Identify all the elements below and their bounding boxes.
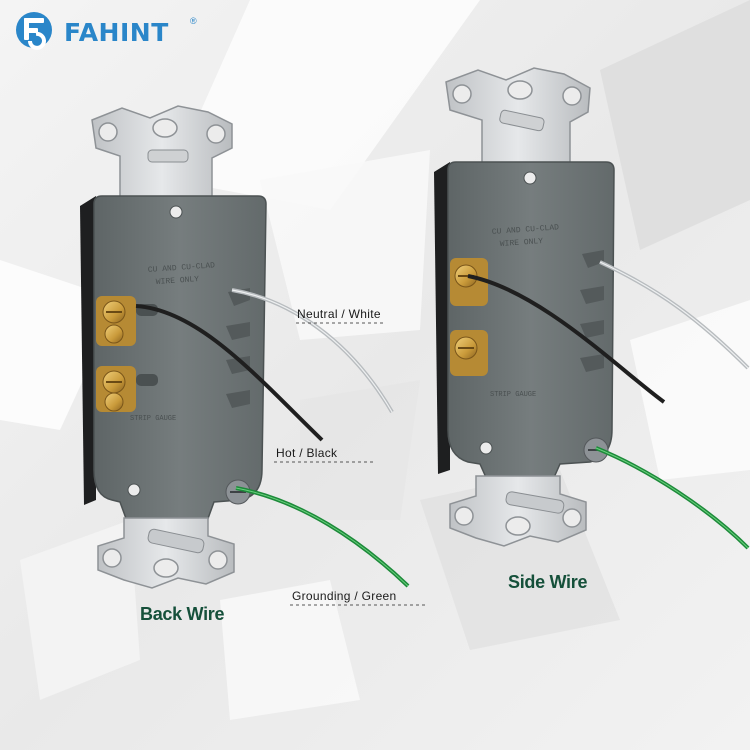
black-wire — [467, 274, 666, 404]
brass-terminal-screw-icon — [96, 366, 136, 412]
side-wire-receptacle: CU AND CU-CLAD WIRE ONLY STRIP GAUGE — [434, 67, 750, 550]
mounting-strap-top — [91, 105, 233, 201]
brass-terminal-screw-icon — [450, 330, 488, 376]
brand-logo-mark-icon — [16, 12, 52, 50]
callout-grounding-green: Grounding / Green — [292, 589, 397, 603]
callout-neutral-white: Neutral / White — [297, 307, 381, 321]
svg-text:WIRE ONLY: WIRE ONLY — [156, 275, 200, 287]
brand-logo-text: FAHINT — [64, 18, 169, 47]
green-wire — [235, 486, 410, 588]
callout-hot-black: Hot / Black — [276, 446, 338, 460]
white-wire — [599, 260, 750, 370]
svg-text:STRIP GAUGE: STRIP GAUGE — [130, 415, 176, 423]
mounting-strap-bottom — [97, 517, 235, 589]
svg-text:WIRE ONLY: WIRE ONLY — [500, 237, 544, 249]
caption-back-wire: Back Wire — [140, 604, 225, 624]
brass-terminal-screw-icon — [450, 258, 488, 306]
brass-terminal-screw-icon — [96, 296, 136, 346]
back-wire-receptacle: CU AND CU-CLAD WIRE ONLY — [80, 105, 410, 589]
mounting-strap-top — [445, 67, 591, 165]
caption-side-wire: Side Wire — [508, 572, 588, 592]
svg-text:STRIP GAUGE: STRIP GAUGE — [490, 391, 536, 399]
mounting-strap-bottom — [449, 475, 587, 547]
black-wire — [135, 304, 324, 442]
registered-mark: ® — [190, 16, 197, 26]
brand-logo: FAHINT ® — [14, 10, 204, 50]
green-wire — [595, 446, 750, 550]
